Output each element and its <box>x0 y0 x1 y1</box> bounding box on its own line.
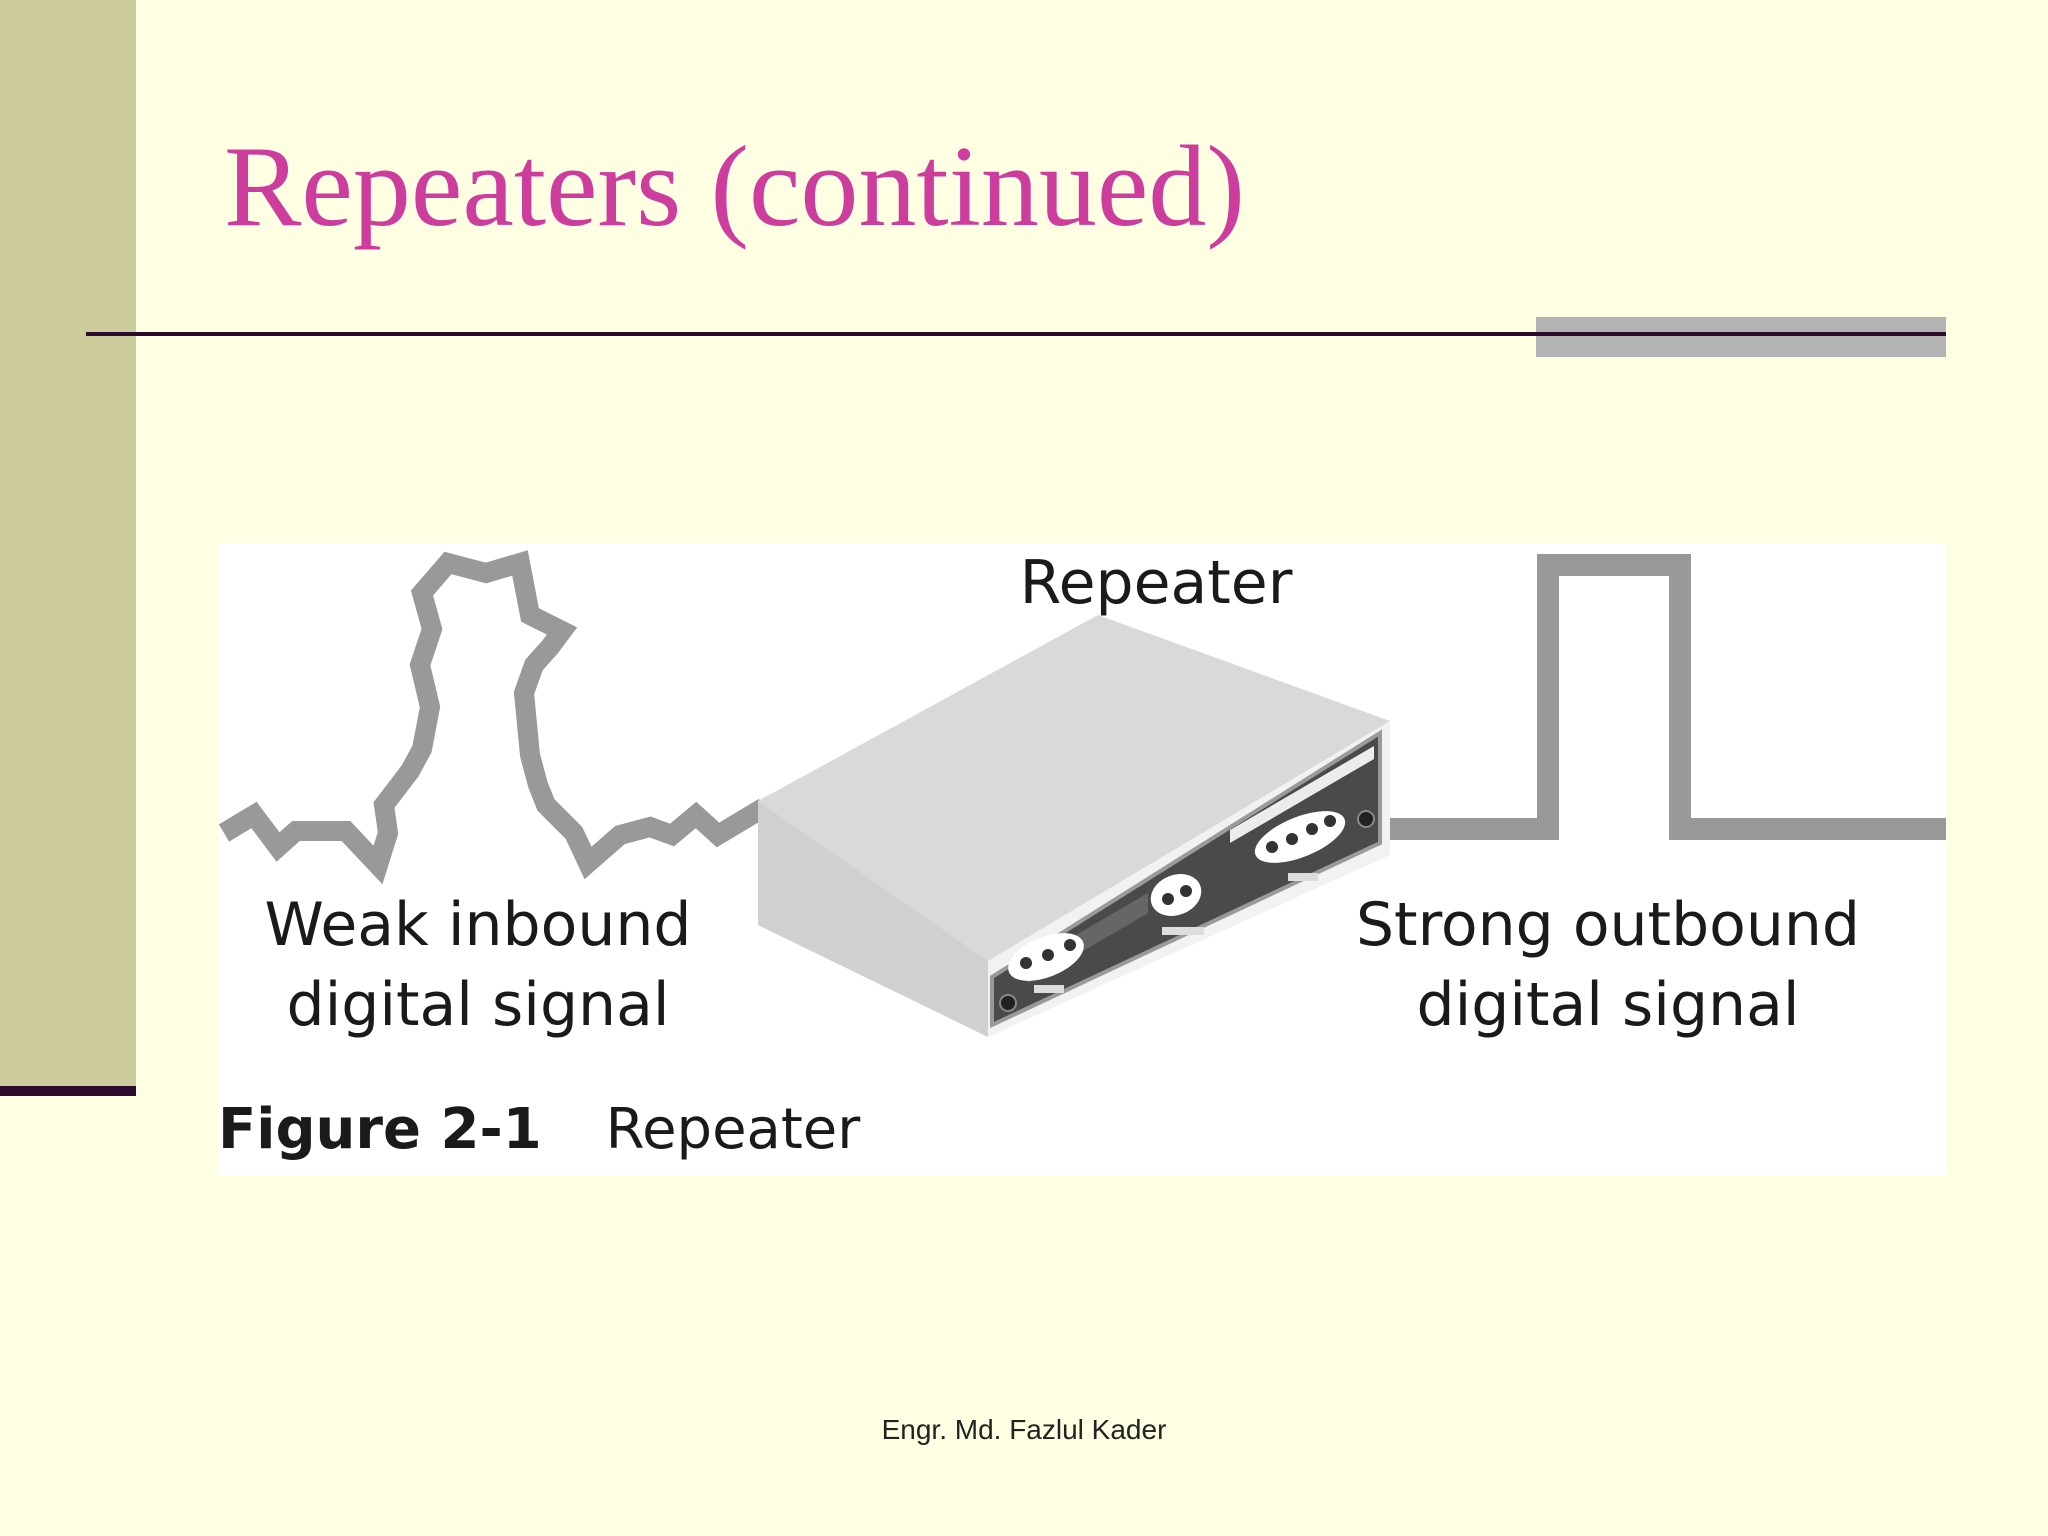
title-rule-accent <box>1536 317 1946 357</box>
weak-signal-label-line1: Weak inbound <box>264 890 692 960</box>
slide-title: Repeaters (continued) <box>224 123 1246 251</box>
strong-signal-label-line2: digital signal <box>1416 970 1800 1040</box>
strong-signal-label: Strong outbound digital signal <box>1348 885 1868 1045</box>
repeater-label: Repeater <box>1019 548 1293 618</box>
repeater-diagram <box>218 550 1946 1037</box>
figure-caption-text: Repeater <box>605 1097 861 1162</box>
weak-signal-label-line2: digital signal <box>286 970 670 1040</box>
title-rule <box>86 332 1946 336</box>
strong-signal-label-line1: Strong outbound <box>1355 890 1861 960</box>
repeater-figure: Repeater Weak inbound digital signal Str… <box>218 543 1946 1175</box>
repeater-device <box>758 615 1390 1037</box>
weak-signal-label: Weak inbound digital signal <box>258 885 698 1045</box>
strong-signal-path <box>1378 554 1946 840</box>
left-accent-bar-foot <box>0 1086 136 1096</box>
figure-caption: Figure 2-1 Repeater <box>218 1095 860 1165</box>
figure-caption-number: Figure 2-1 <box>218 1097 542 1162</box>
left-accent-bar <box>0 0 136 1086</box>
slide-footer: Engr. Md. Fazlul Kader <box>881 1414 1167 1445</box>
weak-signal-path <box>218 550 806 885</box>
